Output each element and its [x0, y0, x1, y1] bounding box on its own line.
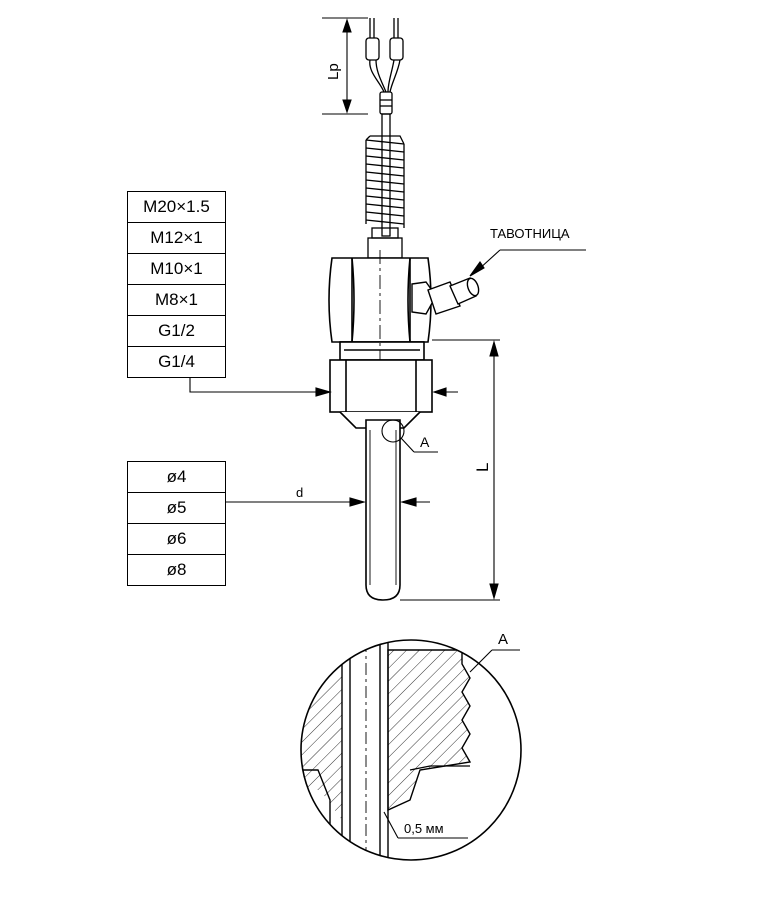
thread-option: M20×1.5	[127, 191, 226, 223]
detail-a-marker	[381, 419, 405, 443]
grease-fitting-label: ТАВОТНИЦА	[490, 226, 570, 241]
grease-fitting	[411, 277, 480, 315]
thread-option: M8×1	[127, 284, 226, 316]
diameter-option: ø5	[127, 492, 226, 524]
wire-lug-right	[389, 37, 404, 61]
threaded-boss	[329, 359, 433, 429]
dimension-lines	[189, 17, 500, 601]
strain-relief-spring	[365, 135, 405, 259]
thread-options-table: M20×1.5 M12×1 M10×1 M8×1 G1/2 G1/4	[127, 191, 226, 378]
gap-label: 0,5 мм	[404, 821, 444, 836]
lp-label: Lp	[325, 63, 342, 80]
thread-option: G1/4	[127, 346, 226, 378]
thread-option: G1/2	[127, 315, 226, 347]
cable-assembly	[365, 18, 404, 237]
diameter-option: ø4	[127, 461, 226, 493]
diameter-option: ø8	[127, 554, 226, 586]
thread-option: M10×1	[127, 253, 226, 285]
probe-tube	[365, 419, 401, 601]
detail-a-title: A	[498, 631, 508, 648]
detail-a-label: A	[420, 434, 430, 450]
grease-fitting-leader	[469, 249, 586, 277]
diameter-option: ø6	[127, 523, 226, 555]
diameter-label: d	[296, 485, 303, 500]
length-label: L	[473, 463, 492, 472]
thread-option: M12×1	[127, 222, 226, 254]
diameter-options-table: ø4 ø5 ø6 ø8	[127, 461, 226, 586]
wire-lug-left	[365, 37, 380, 61]
